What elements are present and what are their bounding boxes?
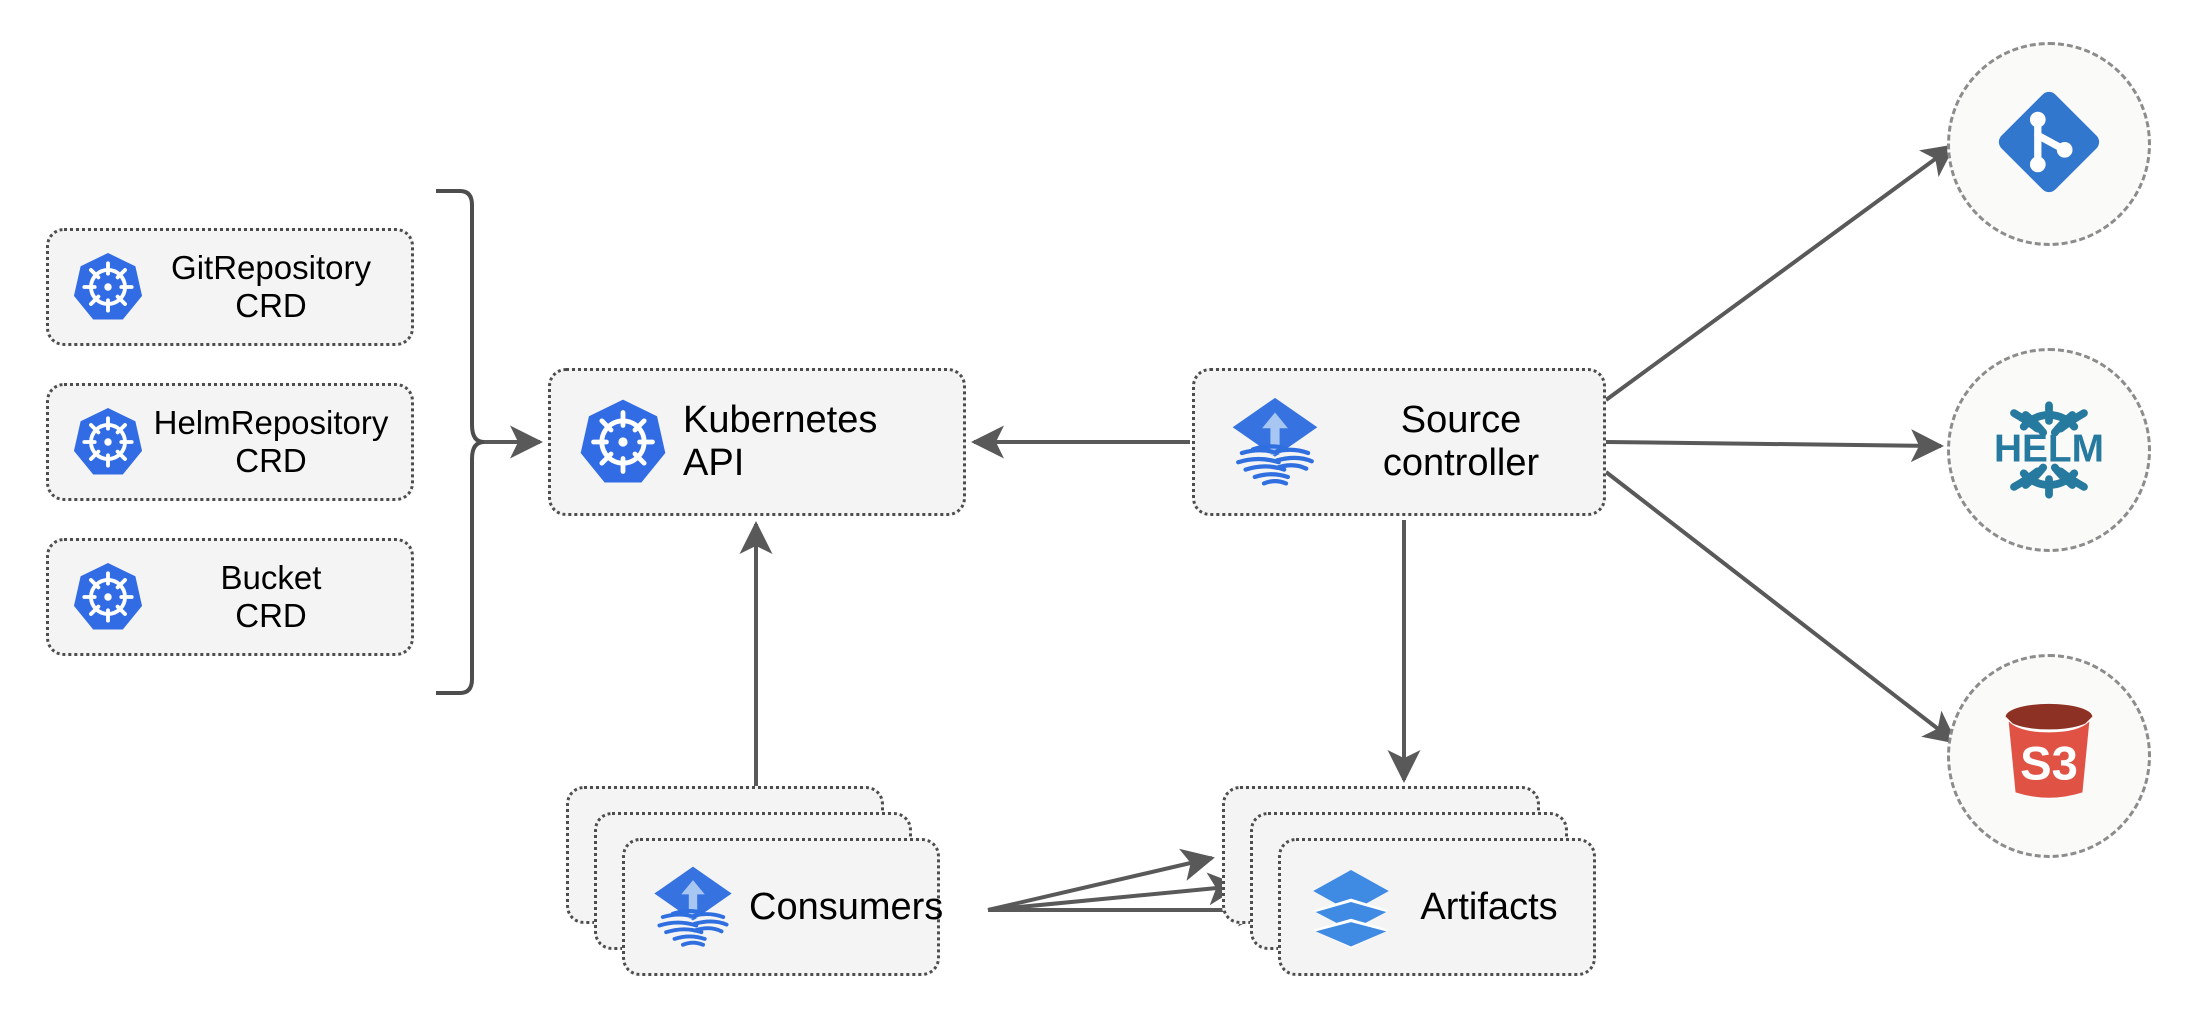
layers-icon xyxy=(1309,865,1393,949)
s3-label: S3 xyxy=(2020,737,2078,790)
s3-icon: S3 xyxy=(1990,695,2108,818)
crd-card-helmrepository[interactable]: HelmRepository CRD xyxy=(46,383,414,501)
node-label: Consumers xyxy=(749,885,944,928)
node-label: Source controller xyxy=(1382,398,1540,484)
node-kubernetes-api[interactable]: Kubernetes API xyxy=(548,368,966,516)
helm-icon: HELM xyxy=(1981,391,2117,509)
crd-label: Bucket CRD xyxy=(220,559,322,634)
kubernetes-icon xyxy=(71,405,145,479)
kubernetes-icon xyxy=(71,560,145,634)
stack-sheet-front[interactable]: Consumers xyxy=(622,838,944,976)
edge-source-to-s3 xyxy=(1604,470,1958,744)
external-source-helm[interactable]: HELM xyxy=(1947,348,2151,552)
edge-consumers-to-artifacts xyxy=(987,848,1271,927)
kubernetes-icon xyxy=(71,250,145,324)
edge-source-to-helm xyxy=(1605,429,1944,463)
flux-icon xyxy=(651,865,735,949)
crd-card-gitrepository[interactable]: GitRepository CRD xyxy=(46,228,414,346)
edge-source-to-git xyxy=(1604,144,1956,402)
crd-card-bucket[interactable]: Bucket CRD xyxy=(46,538,414,656)
node-source-controller[interactable]: Source controller xyxy=(1192,368,1606,516)
node-label: Artifacts xyxy=(1420,885,1558,928)
external-source-s3[interactable]: S3 xyxy=(1947,654,2151,858)
external-source-git[interactable] xyxy=(1947,42,2151,246)
node-consumers[interactable]: Consumers xyxy=(566,786,944,976)
node-label: Kubernetes API xyxy=(683,398,878,484)
crd-label: GitRepository CRD xyxy=(171,249,371,324)
node-artifacts[interactable]: Artifacts xyxy=(1222,786,1596,976)
git-icon xyxy=(1993,86,2105,203)
stack-sheet-front[interactable]: Artifacts xyxy=(1278,838,1596,976)
helm-label: HELM xyxy=(1994,428,2104,471)
crd-label: HelmRepository CRD xyxy=(153,404,389,479)
flux-icon xyxy=(1229,396,1321,488)
kubernetes-icon xyxy=(577,396,669,488)
crd-group-brace xyxy=(436,189,485,695)
